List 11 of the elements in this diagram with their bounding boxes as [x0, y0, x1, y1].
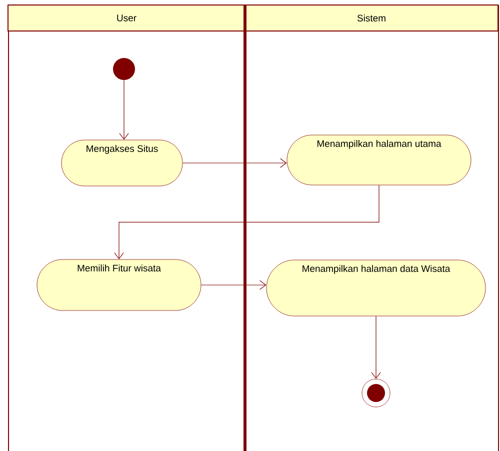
arrow [119, 80, 129, 140]
arrow [114, 184, 380, 260]
action-box: Menampilkan halaman utama [286, 134, 472, 186]
arrow [371, 316, 381, 379]
start-node [113, 58, 135, 80]
arrow [200, 280, 266, 290]
end-node [362, 378, 390, 408]
action-box: Mengakses Situs [61, 140, 183, 186]
action-box: Memilih Fitur wisata [36, 259, 202, 311]
arrow [182, 158, 287, 168]
action-box: Menampilkan halaman data Wisata [266, 260, 486, 316]
